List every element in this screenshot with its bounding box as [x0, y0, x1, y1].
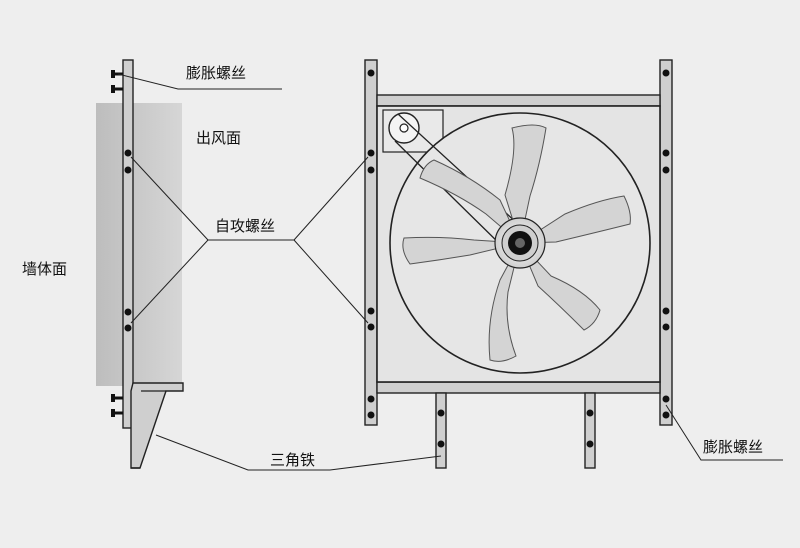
front-left-bar [364, 59, 378, 426]
side-mount-bar [122, 59, 134, 429]
front-screws [367, 69, 670, 419]
support-leg-left [435, 392, 447, 469]
support-leg-right [584, 392, 596, 469]
label-self-tapping-screw: 自攻螺丝 [215, 217, 276, 235]
fan-blades [402, 124, 631, 362]
side-screws [124, 149, 132, 332]
angle-iron-bracket [130, 382, 184, 469]
label-expansion-bolt-top: 膨胀螺丝 [186, 64, 247, 82]
front-view [364, 59, 673, 469]
label-angle-iron: 三角铁 [270, 451, 316, 469]
motor-pulley-inner [399, 123, 409, 133]
wall [96, 103, 182, 386]
side-view [96, 59, 184, 469]
front-bottom-crossbar [376, 381, 661, 394]
label-expansion-bolt-bottom: 膨胀螺丝 [703, 438, 764, 456]
front-top-crossbar [376, 94, 661, 107]
leader-lines [117, 73, 783, 471]
label-outlet-face: 出风面 [196, 129, 242, 147]
leg-screws [437, 409, 594, 448]
front-right-bar [659, 59, 673, 426]
label-wall-face: 墙体面 [22, 260, 68, 278]
